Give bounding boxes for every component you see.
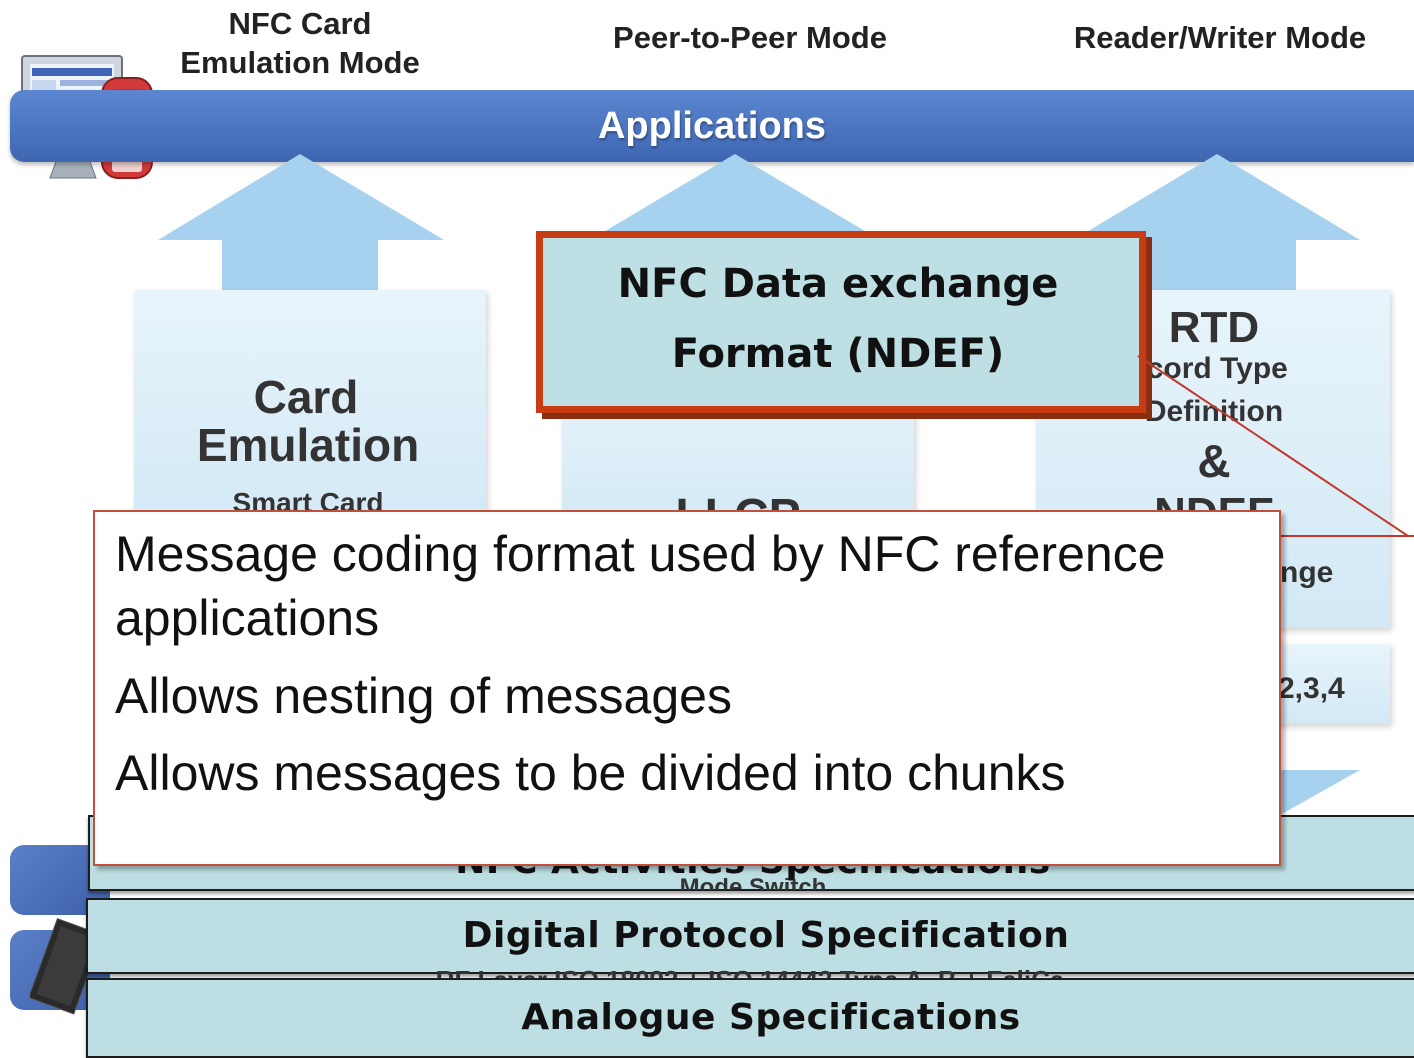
rtd-title: RTD bbox=[1168, 303, 1260, 352]
callout-line-2: applications bbox=[115, 590, 380, 646]
ndef-title-line1: NFC Data exchange bbox=[617, 261, 1059, 307]
card-emulation-mode-label: NFC Card Emulation Mode bbox=[180, 6, 420, 80]
mode-switch-label: Mode Switch bbox=[88, 878, 1414, 890]
analogue-spec-label: Analogue Specifications bbox=[521, 997, 1021, 1038]
down-arrow-right bbox=[1270, 770, 1360, 815]
nfc-chip-icon bbox=[28, 910, 104, 1020]
rf-layer-label: RF Layer ISO 18092 + ISO 14443 Type A, B… bbox=[86, 970, 1414, 978]
applications-label: Applications bbox=[597, 105, 827, 147]
card-emulation-title-line1: Card bbox=[253, 371, 359, 423]
card-emulation-column bbox=[134, 290, 486, 530]
ndef-title-line2: Format (NDEF) bbox=[671, 331, 1005, 377]
up-arrow-left bbox=[158, 154, 444, 295]
analogue-spec-bar bbox=[86, 978, 1414, 1058]
applications-bar bbox=[10, 90, 1414, 162]
callout-line-1: Message coding format used by NFC refere… bbox=[115, 526, 1166, 582]
callout-line-3: Allows nesting of messages bbox=[115, 668, 732, 724]
rtd-subtitle-line2: Definition bbox=[1144, 395, 1284, 428]
ndef-callout-box bbox=[93, 510, 1281, 866]
tag-types-partial: 2,3,4 bbox=[1278, 672, 1345, 705]
rtd-exchange-partial: nge bbox=[1280, 556, 1334, 589]
ndef-highlight-box bbox=[536, 231, 1146, 413]
card-emulation-title-line2: Emulation bbox=[196, 419, 420, 471]
rtd-ampersand: & bbox=[1197, 435, 1231, 487]
digital-protocol-label: Digital Protocol Specification bbox=[462, 915, 1070, 956]
reader-writer-mode-label: Reader/Writer Mode bbox=[1073, 20, 1367, 55]
digital-protocol-bar bbox=[86, 898, 1414, 974]
peer-to-peer-mode-label: Peer-to-Peer Mode bbox=[613, 20, 887, 55]
callout-line-4: Allows messages to be divided into chunk… bbox=[115, 745, 1066, 801]
